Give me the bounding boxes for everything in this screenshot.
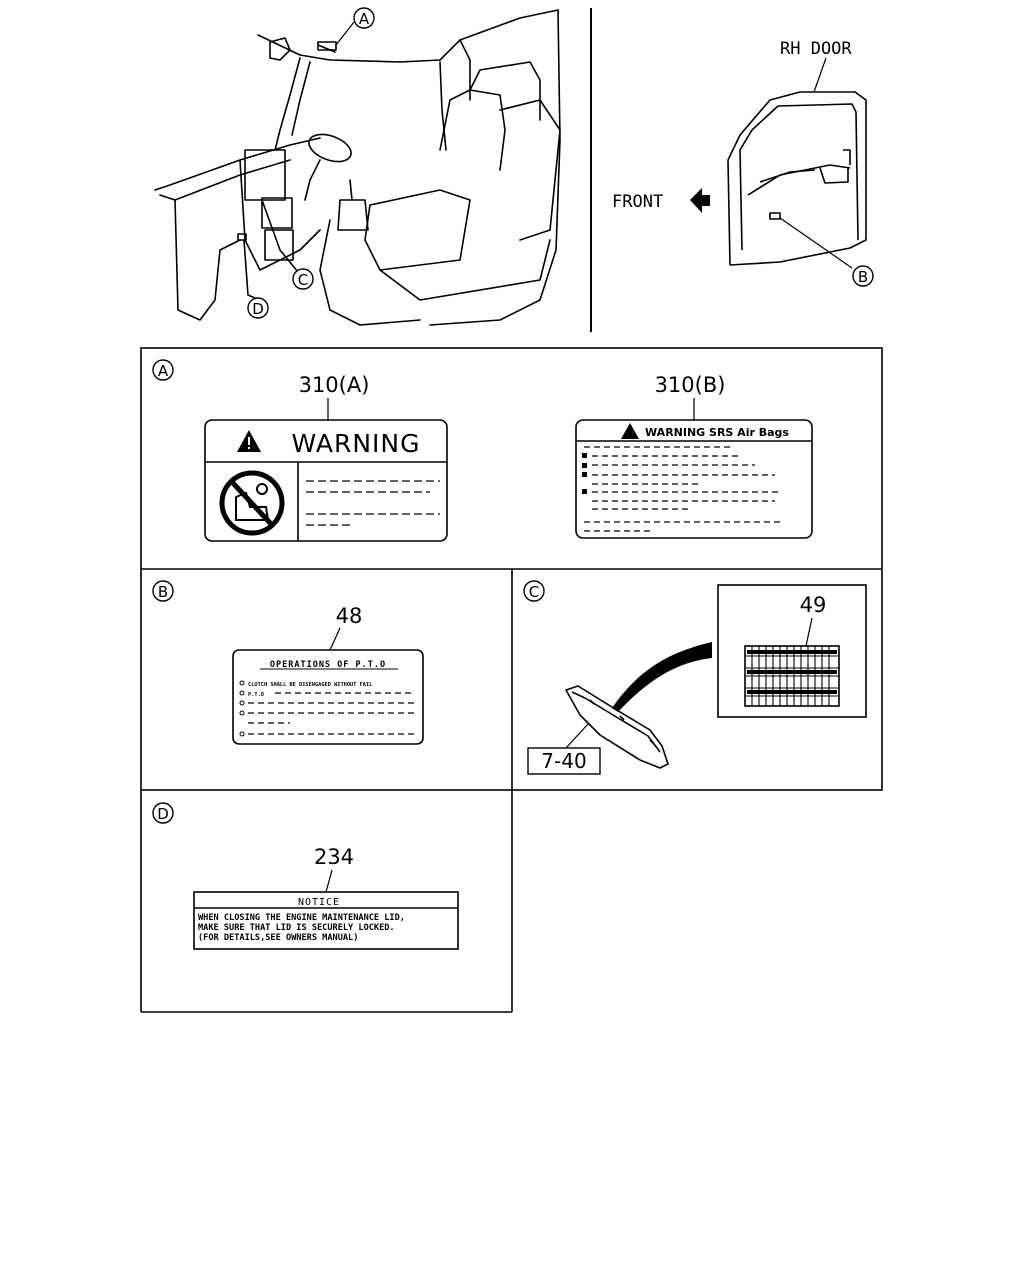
label-310a — [204, 419, 448, 542]
rh-door-leader — [813, 57, 827, 93]
ref-740-leader — [565, 723, 589, 749]
fuse-box-cover-panel — [565, 685, 669, 769]
part-310b-number: 310(B) — [655, 373, 726, 397]
fuse-chart-label-49 — [744, 645, 840, 707]
callout-a-top — [335, 7, 375, 46]
label-310a-warning-text: WARNING — [292, 429, 421, 458]
label-48-title: OPERATIONS OF P.T.O — [270, 660, 386, 670]
label-234-line1: WHEN CLOSING THE ENGINE MAINTENANCE LID, — [198, 913, 405, 923]
ref-740-box — [527, 747, 601, 775]
label-234-line2: MAKE SURE THAT LID IS SECURELY LOCKED. — [198, 923, 395, 933]
label-310b-warning-text: WARNING SRS Air Bags — [645, 426, 789, 439]
label-234 — [193, 891, 459, 950]
callout-b-top — [852, 265, 874, 287]
callout-d-top — [247, 297, 269, 319]
part-234-leader — [325, 869, 333, 893]
front-arrow-icon — [690, 188, 710, 213]
inset-arrow-icon — [612, 642, 712, 712]
callout-b-top-label: B — [858, 268, 868, 286]
callout-d-top-label: D — [252, 300, 264, 318]
panel-c-marker-label: C — [529, 583, 539, 601]
panel-c-marker — [523, 580, 545, 602]
panel-frames — [140, 347, 883, 1013]
panel-b-marker-label: B — [158, 583, 168, 601]
callout-c-top-label: C — [298, 271, 308, 289]
rh-door-title: RH DOOR — [780, 39, 852, 59]
part-49-leader — [805, 617, 813, 647]
part-48-leader — [329, 627, 341, 651]
part-48-number: 48 — [336, 604, 363, 628]
front-label: FRONT — [612, 192, 663, 212]
callout-a-top-label: A — [359, 10, 370, 28]
panel-d-marker-label: D — [157, 805, 169, 823]
no-child-seat-icon — [219, 470, 285, 536]
cab-interior-illustration — [154, 9, 561, 326]
panel-a-marker — [152, 359, 174, 381]
label-234-title: NOTICE — [298, 897, 340, 908]
part-49-number: 49 — [800, 593, 827, 617]
part-234-number: 234 — [314, 845, 354, 869]
callout-c-top — [292, 268, 314, 290]
label-234-line3: (FOR DETAILS,SEE OWNERS MANUAL) — [198, 933, 358, 943]
label-48-line2: P.T.O — [248, 692, 264, 698]
label-48 — [232, 649, 424, 745]
part-310a-number: 310(A) — [299, 373, 370, 397]
panel-a-marker-label: A — [158, 362, 169, 380]
label-48-line1: CLUTCH SHALL BE DISENGAGED WITHOUT FAIL — [248, 682, 372, 688]
rh-door-illustration — [727, 91, 867, 266]
warning-triangle-small-icon — [621, 423, 639, 439]
label-310b — [575, 419, 813, 539]
panel-b-marker — [152, 580, 174, 602]
ref-740-label: 7-40 — [541, 749, 586, 773]
callout-b-leader — [779, 217, 853, 269]
panel-d-marker — [152, 802, 174, 824]
